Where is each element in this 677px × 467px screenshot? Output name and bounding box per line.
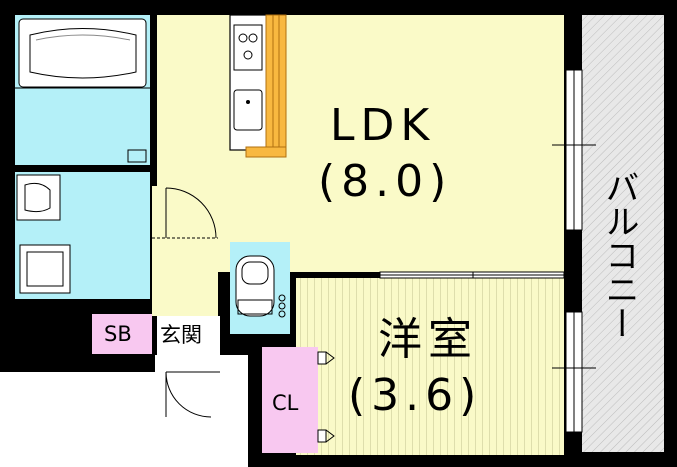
sb-label: SB <box>104 322 132 346</box>
ldk-size: (8.0) <box>318 156 453 207</box>
kitchen-sink-icon <box>233 89 263 131</box>
sb-storage <box>92 314 152 354</box>
western-room-label: 洋室 <box>378 314 478 365</box>
toilet-icon <box>235 255 286 318</box>
entrance-label: 玄関 <box>160 323 202 347</box>
entrance-floor <box>157 316 220 356</box>
balcony-label: バルコニー <box>599 170 639 340</box>
ldk-floor <box>157 15 564 272</box>
western-room-size: (3.6) <box>348 370 483 421</box>
door-swing-icon <box>152 187 220 418</box>
cl-closet <box>262 347 318 453</box>
bathtub-icon <box>18 18 147 88</box>
sink-icon <box>16 174 61 221</box>
cl-label: CL <box>272 391 299 415</box>
washing-machine-icon <box>19 244 71 294</box>
hallway-floor <box>152 186 218 316</box>
kitchen-stove-icon <box>233 24 263 71</box>
ldk-label: LDK <box>330 100 436 151</box>
